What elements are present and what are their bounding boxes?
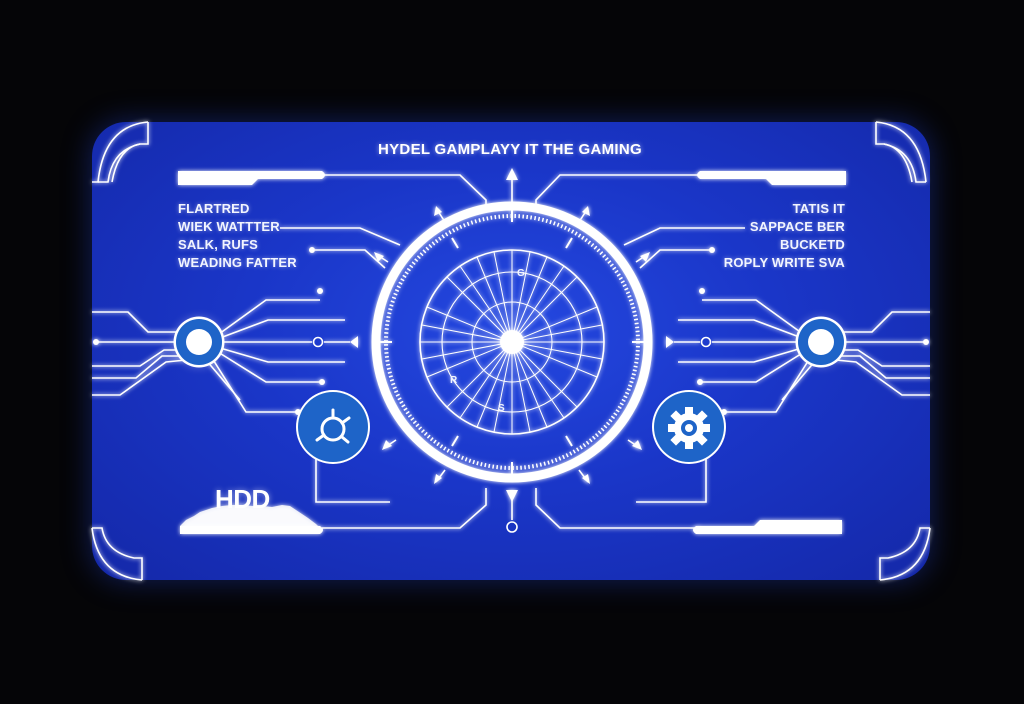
right-circuit-node[interactable] xyxy=(798,319,844,365)
right-menu-item[interactable]: BUCKETD xyxy=(780,237,845,252)
circuit-node-icon xyxy=(808,329,834,355)
dial-marker-s: S xyxy=(498,403,505,414)
hdd-logo: HDD xyxy=(215,484,270,514)
dial-marker-g: G xyxy=(517,268,525,279)
right-menu-item[interactable]: ROPLY WRITE SVA xyxy=(723,255,845,270)
left-menu-item[interactable]: WEADING FATTER xyxy=(178,255,297,270)
compass-dial[interactable] xyxy=(376,206,648,478)
right-menu-item[interactable]: SAPPACE BER xyxy=(749,219,845,234)
right-menu: TATIS IT SAPPACE BER BUCKETD ROPLY WRITE… xyxy=(700,200,845,272)
dial-marker-r: R xyxy=(450,375,458,386)
left-menu: FLARTRED WIEK WATTTER SALK, RUFS WEADING… xyxy=(178,200,297,272)
left-menu-item[interactable]: SALK, RUFS xyxy=(178,237,258,252)
settings-button[interactable] xyxy=(654,392,724,462)
page-title: HYDEL GAMPLAYY IT THE GAMING xyxy=(378,141,642,158)
gear-icon xyxy=(668,407,710,449)
target-button[interactable] xyxy=(298,392,368,462)
circuit-node-icon xyxy=(186,329,212,355)
left-circuit-node[interactable] xyxy=(176,319,222,365)
left-menu-item[interactable]: FLARTRED xyxy=(178,201,250,216)
right-menu-item[interactable]: TATIS IT xyxy=(792,201,845,216)
target-crosshair-icon xyxy=(315,408,351,444)
left-menu-item[interactable]: WIEK WATTTER xyxy=(178,219,280,234)
